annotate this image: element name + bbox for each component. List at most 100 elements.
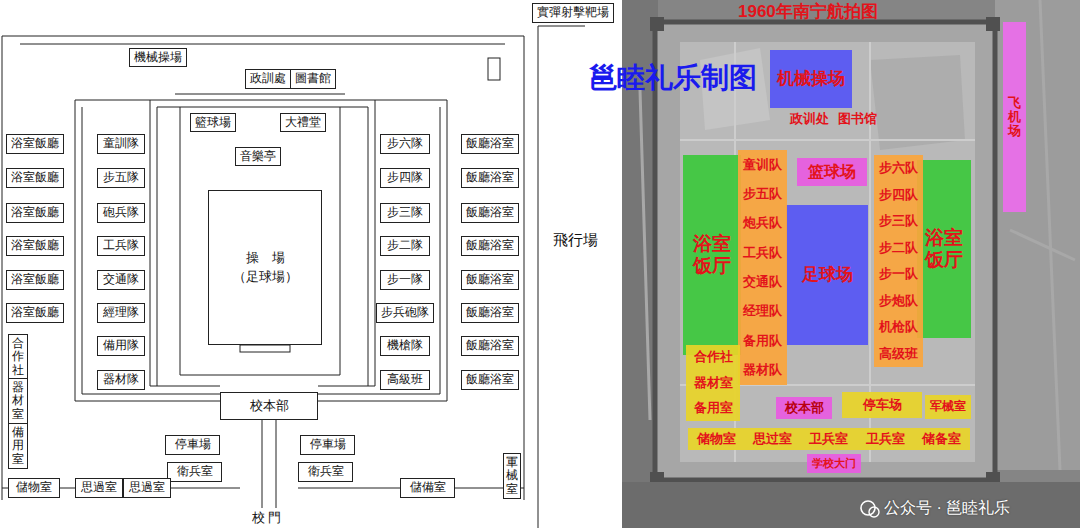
room-label: 飯廳浴室 bbox=[466, 273, 514, 287]
aerial-photo bbox=[622, 0, 1080, 528]
room-label: 步一隊 bbox=[387, 273, 423, 287]
overlay-band: 储物室思过室卫兵室卫兵室储备室 bbox=[688, 428, 970, 450]
room-box: 思過室 bbox=[75, 478, 123, 498]
room-box: 儲備室 bbox=[400, 478, 455, 498]
unit-box: 童訓隊 bbox=[97, 134, 145, 154]
room-label: 浴室 饭厅 bbox=[683, 233, 741, 277]
room-label: 浴室飯廳 bbox=[11, 137, 59, 151]
room-label: 高級班 bbox=[387, 373, 423, 387]
room-label: 步三隊 bbox=[387, 206, 423, 220]
room-label: 备用队 bbox=[743, 334, 782, 348]
room-label: 童訓隊 bbox=[103, 137, 139, 151]
overlay-area: 学校大门 bbox=[807, 454, 861, 473]
room-label: 工兵隊 bbox=[103, 239, 139, 253]
room-label: 步六队 bbox=[879, 161, 918, 175]
room-label: 機械操場 bbox=[134, 51, 182, 65]
room-box: 停車場 bbox=[300, 435, 355, 455]
drawing-shape bbox=[640, 0, 1075, 470]
room-label: 備用室 bbox=[12, 426, 24, 466]
room-label: 校本部 bbox=[250, 399, 289, 414]
room-label: 浴室飯廳 bbox=[11, 171, 59, 185]
room-label: 步四队 bbox=[879, 188, 918, 202]
unit-box: 步三隊 bbox=[380, 203, 430, 223]
overlay-band: 步六队步四队步三队步二队步一队步炮队机枪队高级班 bbox=[874, 155, 923, 367]
room-box: 飯廳浴室 bbox=[461, 203, 519, 223]
room-label: 籃球場 bbox=[195, 116, 231, 130]
drawing-shape bbox=[318, 100, 375, 386]
room-label: 交通隊 bbox=[103, 273, 139, 287]
drawing-shape bbox=[488, 58, 500, 80]
building-label: 政训处 bbox=[790, 112, 829, 127]
room-label: 足球场 bbox=[802, 265, 853, 285]
drawing-shape bbox=[75, 100, 220, 401]
unit-box: 高級班 bbox=[380, 370, 430, 390]
unit-box: 步五隊 bbox=[97, 168, 145, 188]
room-box: 停車場 bbox=[165, 435, 220, 455]
room-label: 步五隊 bbox=[103, 171, 139, 185]
room-label: 飯廳浴室 bbox=[466, 306, 514, 320]
room-label: 篮球场 bbox=[808, 163, 856, 181]
unit-box: 備用隊 bbox=[97, 336, 145, 356]
room-box: 思過室 bbox=[123, 478, 171, 498]
drawing-shape bbox=[262, 420, 263, 508]
room-label: 步炮队 bbox=[879, 294, 918, 308]
drawing-shape bbox=[180, 107, 340, 375]
overlay-area: 机械操场 bbox=[770, 50, 852, 108]
drawing-shape bbox=[861, 501, 875, 515]
overlay-area: 足球场 bbox=[786, 205, 868, 345]
room-box: 浴室飯廳 bbox=[6, 168, 64, 188]
room-box: 飯廳浴室 bbox=[461, 336, 519, 356]
overlay-area: 军械室 bbox=[925, 395, 971, 419]
room-box: 籃球場 bbox=[190, 113, 236, 133]
room-label: 思過室 bbox=[81, 481, 117, 495]
room-label: 步六隊 bbox=[387, 137, 423, 151]
unit-box: 步六隊 bbox=[380, 134, 430, 154]
field-label: 飛行場 bbox=[553, 232, 568, 249]
room-label: 實彈射擊靶場 bbox=[537, 6, 609, 19]
unit-box: 機槍隊 bbox=[380, 336, 430, 356]
drawing-shape bbox=[655, 22, 995, 480]
room-label: 卫兵室 bbox=[866, 432, 905, 447]
drawing-shape bbox=[622, 0, 1080, 528]
room-label: 思過室 bbox=[129, 481, 165, 495]
drawing-shape bbox=[157, 107, 158, 386]
room-label: 器材队 bbox=[743, 363, 782, 377]
room-label: 砲兵隊 bbox=[103, 206, 139, 220]
room-label: 步三队 bbox=[879, 214, 918, 228]
room-label: 步二隊 bbox=[387, 239, 423, 253]
room-label: 經理隊 bbox=[103, 306, 139, 320]
room-label: 浴室飯廳 bbox=[11, 306, 59, 320]
room-box: 合作社 bbox=[8, 334, 28, 380]
room-label: 步二队 bbox=[879, 241, 918, 255]
room-label: 停车场 bbox=[863, 398, 902, 413]
drawing-shape bbox=[995, 0, 1080, 470]
room-label: 校本部 bbox=[785, 401, 824, 416]
drawing-shape bbox=[20, 44, 505, 45]
room-box: 大禮堂 bbox=[280, 113, 326, 133]
room-label: 儲物室 bbox=[16, 481, 52, 495]
room-box: 浴室飯廳 bbox=[6, 134, 64, 154]
room-label: 操 場 bbox=[246, 251, 285, 266]
room-label: 浴室飯廳 bbox=[11, 273, 59, 287]
drawing-shape bbox=[240, 345, 290, 352]
room-label: 備用隊 bbox=[103, 339, 139, 353]
drawing-shape bbox=[2, 36, 3, 500]
room-label: 飯廳浴室 bbox=[466, 137, 514, 151]
room-label: 飯廳浴室 bbox=[466, 171, 514, 185]
unit-box: 砲兵隊 bbox=[97, 203, 145, 223]
room-label: 軍械室 bbox=[506, 456, 518, 496]
drawing-shape bbox=[318, 107, 440, 394]
drawing-shape bbox=[870, 55, 965, 150]
unit-box: 工兵隊 bbox=[97, 236, 145, 256]
room-label: 高级班 bbox=[879, 347, 918, 361]
drawing-shape bbox=[318, 100, 447, 401]
room-box: 衛兵室 bbox=[167, 462, 222, 482]
room-box: 音樂亭 bbox=[235, 147, 281, 167]
drawing-shape bbox=[680, 42, 975, 462]
unit-box: 步一隊 bbox=[380, 270, 430, 290]
unit-box: 器材隊 bbox=[97, 370, 145, 390]
unit-box: 步兵砲隊 bbox=[376, 303, 434, 323]
room-label: 衛兵室 bbox=[308, 465, 344, 479]
overlay-band: 浴室 饭厅 bbox=[683, 155, 741, 355]
unit-box: 步二隊 bbox=[380, 236, 430, 256]
